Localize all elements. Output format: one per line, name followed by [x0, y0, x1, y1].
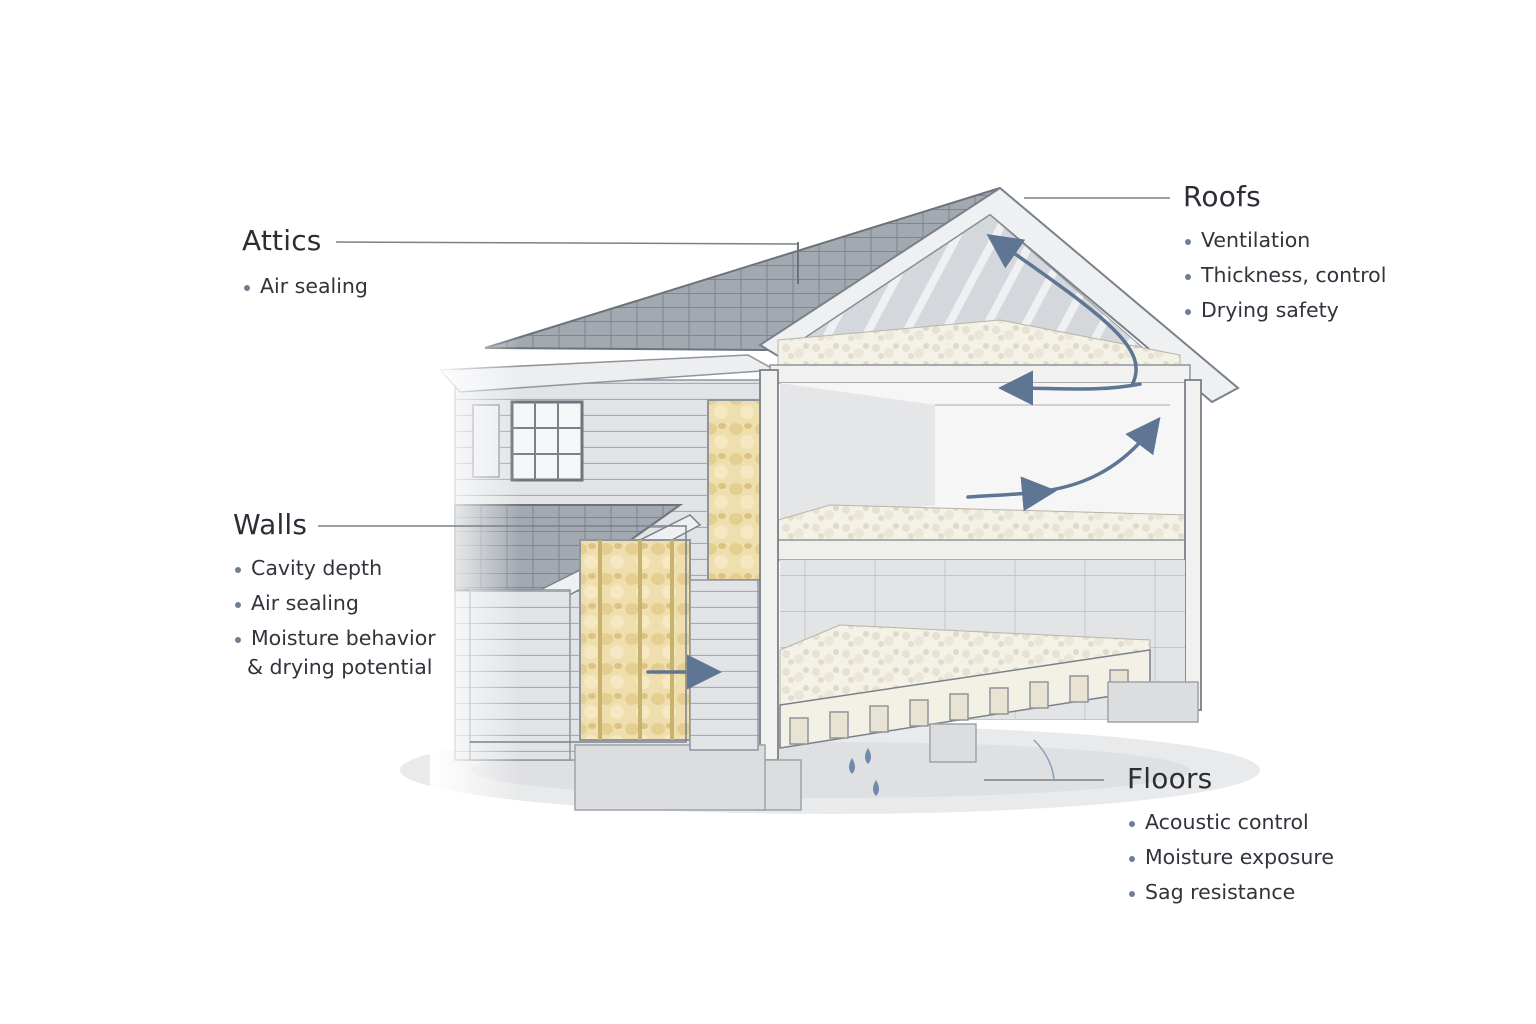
- crawlspace: [574, 560, 1199, 811]
- floors-callout: Floors Acoustic control Moisture exposur…: [1127, 762, 1334, 910]
- attics-leader-line: [335, 241, 799, 245]
- list-item-line-2: & drying potential: [247, 655, 433, 679]
- attics-callout: Attics Air sealing: [242, 224, 368, 304]
- window: [510, 400, 584, 482]
- list-item: Drying safety: [1183, 293, 1386, 328]
- fade-overlay: [430, 170, 520, 830]
- list-item: Thickness, control: [1183, 258, 1386, 293]
- list-item: Sag resistance: [1127, 875, 1334, 910]
- walls-leader-line: [318, 525, 687, 743]
- list-item: Acoustic control: [1127, 805, 1334, 840]
- list-item: Cavity depth: [233, 551, 436, 586]
- floors-list: Acoustic control Moisture exposure Sag r…: [1127, 805, 1334, 910]
- roofs-title: Roofs: [1183, 180, 1261, 213]
- walls-title: Walls: [233, 508, 308, 541]
- list-item: Ventilation: [1183, 223, 1386, 258]
- list-item: Moisture behavior & drying potential: [233, 621, 436, 685]
- attics-title: Attics: [242, 224, 322, 257]
- list-item: Air sealing: [242, 269, 368, 304]
- walls-callout: Walls Cavity depth Air sealing Moisture …: [233, 508, 436, 685]
- list-item: Air sealing: [233, 586, 436, 621]
- roofs-callout: Roofs Ventilation Thickness, control Dry…: [1183, 180, 1386, 328]
- floors-title: Floors: [1127, 762, 1213, 795]
- roofs-list: Ventilation Thickness, control Drying sa…: [1183, 223, 1386, 328]
- upper-room: [769, 383, 1196, 561]
- water-drop-icon: [849, 748, 879, 796]
- attics-list: Air sealing: [242, 269, 368, 304]
- airflow-arrows: [646, 233, 1161, 690]
- walls-list: Cavity depth Air sealing Moisture behavi…: [233, 551, 436, 685]
- leader-lines: [318, 197, 1170, 781]
- list-item: Moisture exposure: [1127, 840, 1334, 875]
- list-item-line-1: Moisture behavior: [251, 626, 436, 650]
